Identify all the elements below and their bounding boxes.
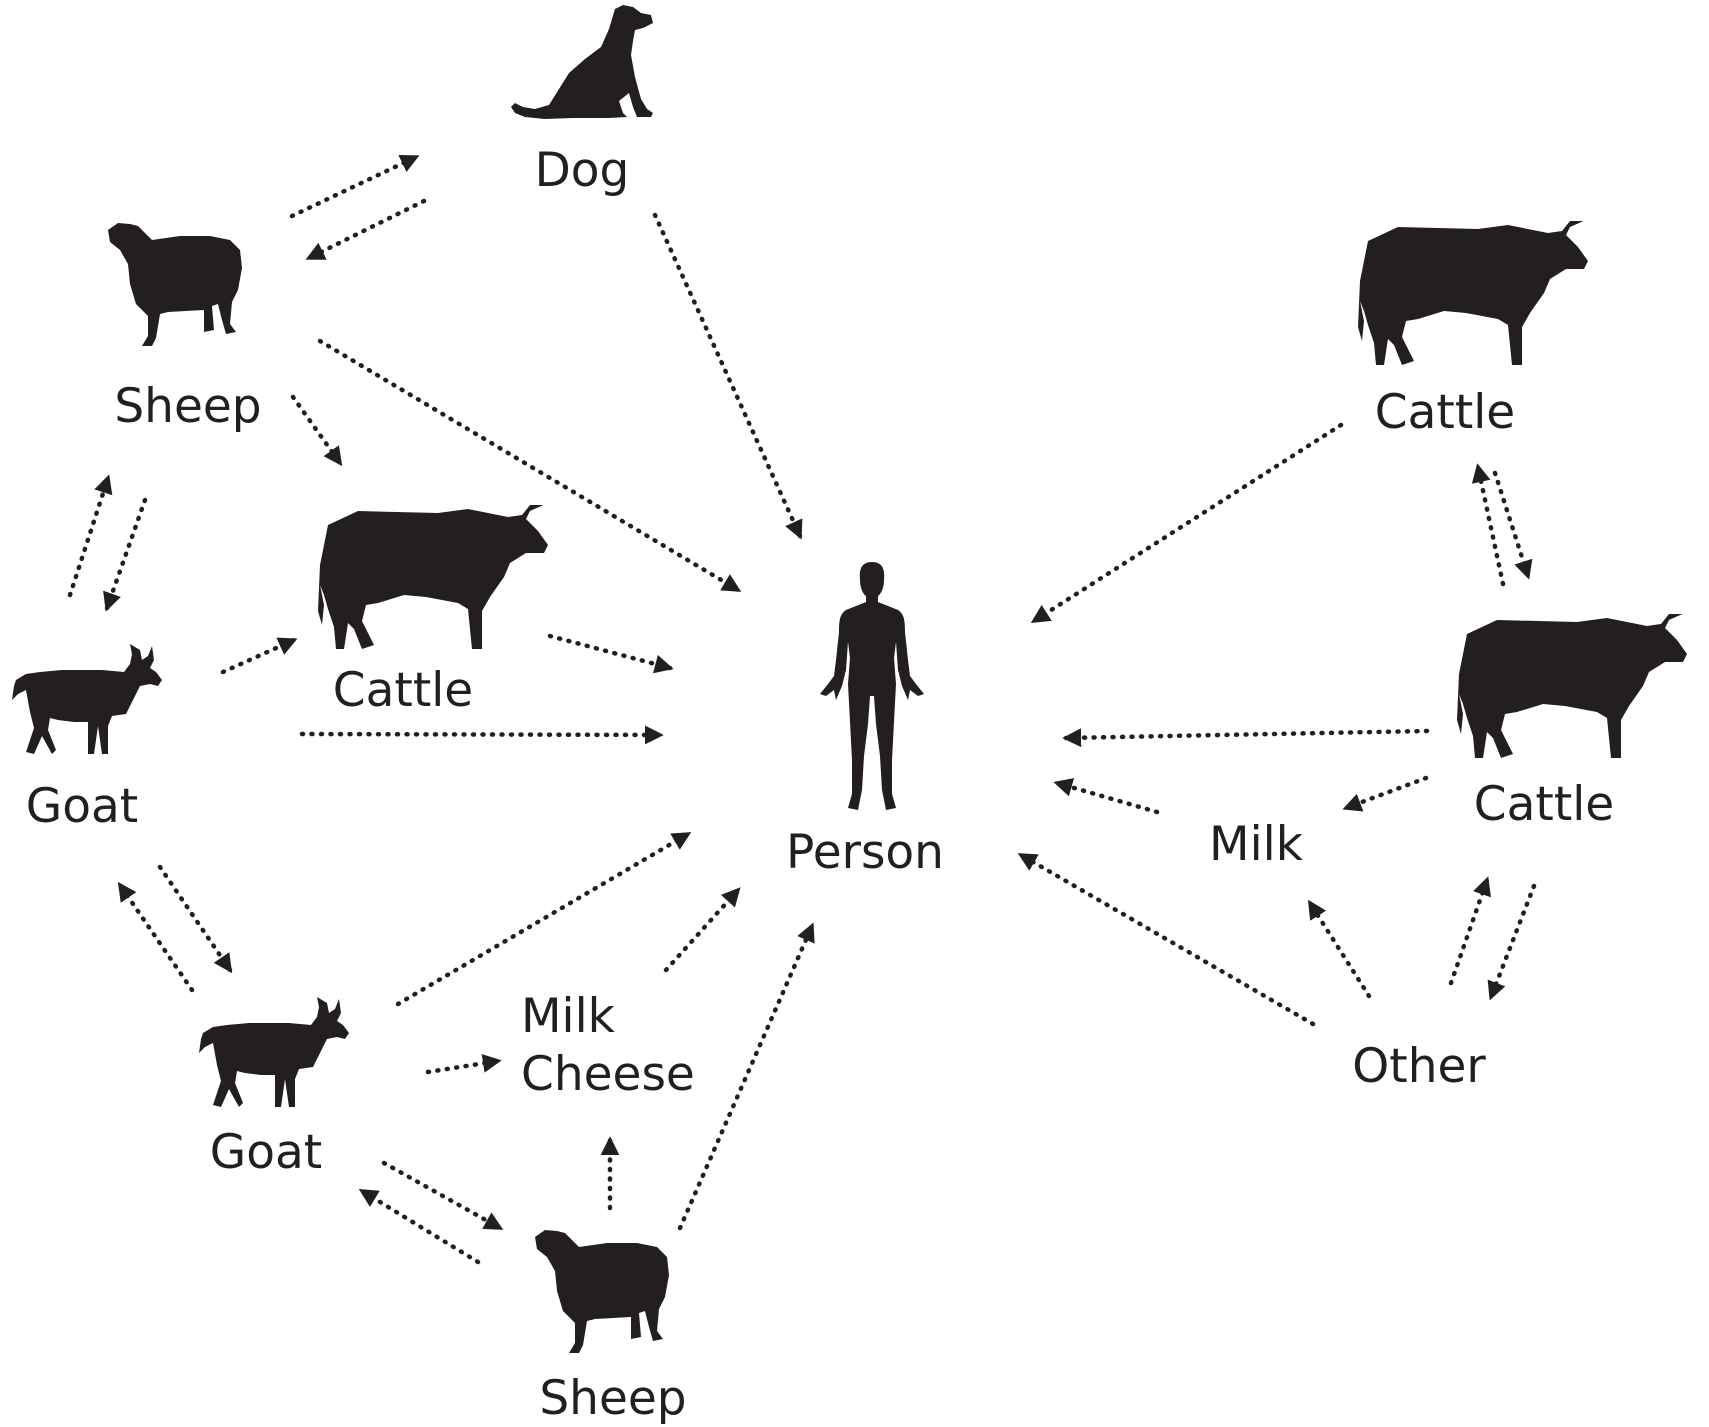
node-other: Other <box>1352 1039 1486 1094</box>
arrow-goat-left-to-sheep-top <box>67 474 113 598</box>
cattle-icon <box>1457 614 1687 758</box>
node-milk-cheese: Milk Cheese <box>521 989 695 1102</box>
cheese-label: Cheese <box>521 1047 695 1102</box>
sheep-bottom-label: Sheep <box>539 1371 686 1426</box>
goat-icon <box>12 644 162 754</box>
arrow-cattle-right-top-to-person <box>1030 422 1344 624</box>
arrow-goat-bottom-to-milk-cheese <box>425 1054 502 1075</box>
edges <box>67 154 1537 1265</box>
node-cattle-right-mid: Cattle <box>1457 614 1687 832</box>
arrow-goat-left-to-cattle-center <box>220 637 298 675</box>
person-label: Person <box>786 825 944 880</box>
arrow-goat-bottom-to-goat-left <box>117 881 195 993</box>
person-icon <box>820 562 924 810</box>
arrow-dog-to-person <box>652 212 803 540</box>
arrow-other-to-cattle-right-mid <box>1448 876 1491 986</box>
cattle-center-label: Cattle <box>333 663 473 718</box>
goat-left-label: Goat <box>26 779 138 834</box>
arrow-sheep-top-to-cattle-center <box>290 394 343 467</box>
node-sheep-bottom: Sheep <box>535 1230 687 1426</box>
node-person: Person <box>786 562 944 880</box>
arrow-cattle-right-mid-to-person <box>1062 728 1430 748</box>
cattle-icon <box>1358 221 1588 365</box>
sheep-icon <box>535 1230 669 1353</box>
arrow-goat-bottom-to-sheep-bottom <box>381 1160 504 1231</box>
arrow-sheep-bottom-to-person <box>677 922 815 1231</box>
sheep-icon <box>108 223 242 346</box>
sheep-top-label: Sheep <box>114 379 261 434</box>
node-cattle-center: Cattle <box>318 505 548 718</box>
arrow-dog-to-sheep-top <box>305 198 427 261</box>
arrow-sheep-top-to-dog <box>289 154 420 219</box>
arrow-cattle-center-to-person <box>547 633 674 674</box>
arrow-milk-cheese-to-person <box>663 887 741 973</box>
node-sheep-top: Sheep <box>108 223 262 434</box>
arrow-other-to-person <box>1017 852 1316 1027</box>
node-milk-right: Milk <box>1209 817 1304 872</box>
arrow-cattle-right-mid-to-milk-right <box>1342 775 1429 812</box>
dog-icon <box>511 5 653 119</box>
arrow-goat-left-to-person <box>299 725 664 745</box>
node-goat-bottom: Goat <box>199 997 349 1180</box>
cattle-icon <box>318 505 548 649</box>
arrow-goat-bottom-to-person <box>395 831 692 1007</box>
milk-right-label: Milk <box>1209 817 1304 872</box>
node-dog: Dog <box>511 5 653 198</box>
arrow-goat-left-to-goat-bottom <box>157 864 233 974</box>
arrow-sheep-top-to-goat-left <box>103 497 148 612</box>
goat-bottom-label: Goat <box>210 1125 322 1180</box>
milk-label: Milk <box>521 989 616 1044</box>
goat-icon <box>199 997 349 1107</box>
cattle-right-top-label: Cattle <box>1375 385 1515 440</box>
cattle-right-mid-label: Cattle <box>1474 777 1614 832</box>
other-label: Other <box>1352 1039 1486 1094</box>
arrow-milk-right-to-person <box>1053 778 1160 815</box>
arrow-cattle-right-top-to-cattle-right-mid <box>1492 470 1533 580</box>
arrow-cattle-right-mid-to-other <box>1487 883 1537 1001</box>
node-cattle-right-top: Cattle <box>1358 221 1588 440</box>
dog-label: Dog <box>535 143 630 198</box>
arrow-cattle-right-mid-to-cattle-right-top <box>1471 463 1506 587</box>
node-goat-left: Goat <box>12 644 162 834</box>
arrow-sheep-bottom-to-goat-bottom <box>358 1188 481 1265</box>
arrow-other-to-milk-right <box>1307 899 1372 999</box>
